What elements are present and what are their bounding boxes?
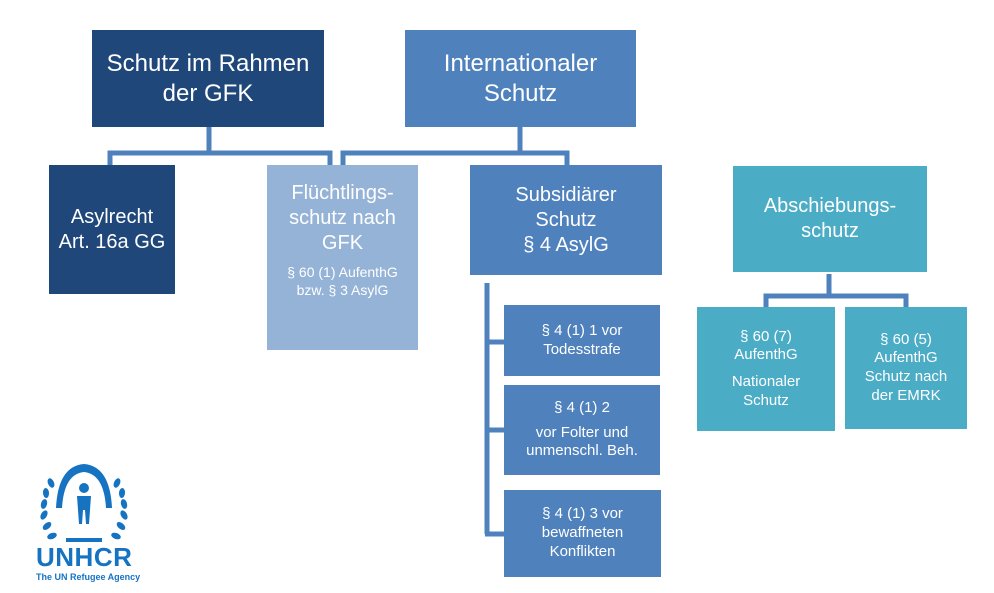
torture-heading: § 4 (1) 2 <box>554 398 610 416</box>
deportation-protection-label: Abschiebungs- schutz <box>763 195 897 242</box>
armed-conflict-box: § 4 (1) 3 vor bewaffneten Konflikten <box>504 490 661 577</box>
asylum-right-box: Asylrecht Art. 16a GG <box>49 165 175 294</box>
asylum-right-label: Asylrecht Art. 16a GG <box>58 205 166 253</box>
refugee-protection-subtitle: § 60 (1) AufenthG bzw. § 3 AsylG <box>287 264 398 298</box>
national-protection-heading: § 60 (7) AufenthG <box>734 327 798 364</box>
gfk-refugee-connector <box>209 150 333 165</box>
torture-text: vor Folter und unmenschl. Beh. <box>526 423 638 460</box>
unhcr-logo: UNHCR The UN Refugee Agency <box>28 458 168 586</box>
international-subsidiary-connector <box>520 150 570 165</box>
gfk-protection-box: Schutz im Rahmen der GFK <box>92 30 324 127</box>
death-penalty-label: § 4 (1) 1 vor Todesstrafe <box>541 321 623 358</box>
international-protection-box: Internationaler Schutz <box>405 30 636 127</box>
national-protection-text: Nationaler Schutz <box>731 373 801 409</box>
gfk-connector <box>107 127 212 165</box>
unhcr-tagline: The UN Refugee Agency <box>36 572 141 582</box>
emrk-protection-box: § 60 (5) AufenthG Schutz nach der EMRK <box>845 307 967 429</box>
international-protection-label: Internationaler Schutz <box>443 49 598 107</box>
international-connector <box>340 127 523 165</box>
deportation-connector <box>763 274 832 307</box>
national-protection-box: § 60 (7) AufenthG Nationaler Schutz <box>697 307 835 431</box>
death-penalty-box: § 4 (1) 1 vor Todesstrafe <box>504 305 660 376</box>
unhcr-wordmark: UNHCR <box>36 542 133 572</box>
gfk-protection-label: Schutz im Rahmen der GFK <box>106 49 310 107</box>
subsidiary-protection-box: Subsidiärer Schutz § 4 AsylG <box>470 165 662 275</box>
refugee-protection-box: Flüchtlings- schutz nach GFK § 60 (1) Au… <box>267 165 418 350</box>
torture-box: § 4 (1) 2 vor Folter und unmenschl. Beh. <box>504 385 660 475</box>
armed-conflict-label: § 4 (1) 3 vor bewaffneten Konflikten <box>541 505 624 560</box>
emrk-protection-label: § 60 (5) AufenthG Schutz nach der EMRK <box>864 330 948 404</box>
unhcr-emblem-icon <box>40 464 128 542</box>
subsidiary-protection-label: Subsidiärer Schutz § 4 AsylG <box>515 183 617 256</box>
refugee-protection-title: Flüchtlings- schutz nach GFK <box>289 182 396 254</box>
deportation-protection-box: Abschiebungs- schutz <box>733 166 927 272</box>
